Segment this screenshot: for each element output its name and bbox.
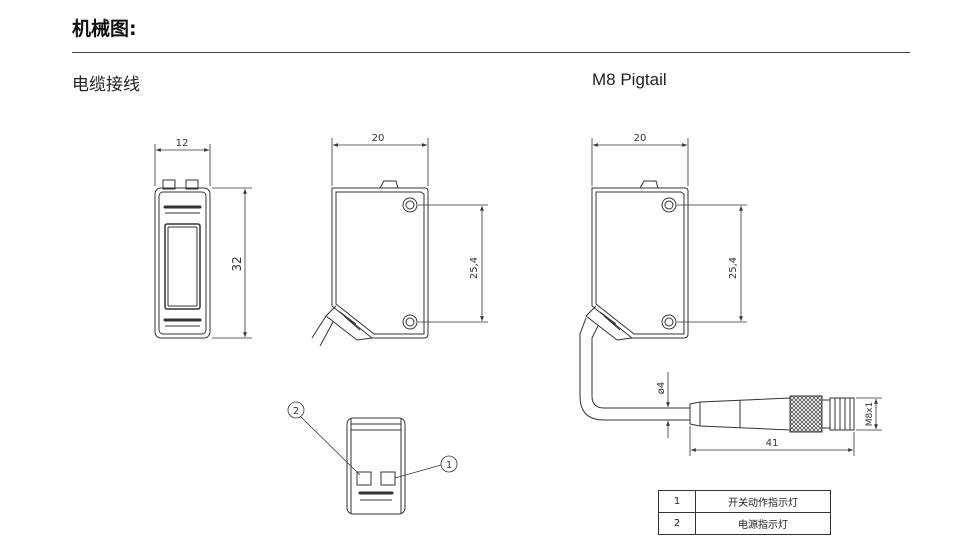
cable-stub (311, 315, 334, 347)
page-title: 机械图: (72, 18, 137, 40)
callout-leader-1 (394, 455, 458, 479)
legend-number: 1 (658, 490, 696, 513)
side-hole-spacing-dimension (418, 204, 488, 323)
section-m8-pigtail-label: M8 Pigtail (592, 70, 667, 89)
side-view (311, 180, 429, 347)
front-width-label: 12 (176, 138, 189, 149)
pigtail-cable-outer (579, 317, 690, 421)
cable-diameter-label: ø4 (656, 382, 667, 394)
legend-text: 电源指示灯 (695, 512, 831, 535)
front-lens-window (164, 223, 201, 310)
side-hole-spacing-label: 25,4 (469, 257, 480, 279)
section-cable-connection-label: 电缆接线 (72, 75, 140, 95)
callout-2-label: 2 (293, 406, 299, 417)
connector-length-label: 41 (766, 438, 779, 449)
side-width-label: 20 (372, 133, 385, 144)
pigtail-width-label: 20 (634, 133, 647, 144)
front-housing-outline (154, 187, 211, 339)
pigtail-hole-spacing-label: 25,4 (728, 257, 739, 279)
callout-leader-2 (287, 401, 361, 476)
pigtail-width-dimension (591, 138, 689, 186)
bottom-housing-outline (346, 417, 406, 515)
front-height-dimension (212, 187, 252, 339)
bottom-view (346, 417, 406, 515)
front-view (154, 179, 211, 339)
title-divider (72, 52, 910, 53)
legend-text: 开关动作指示灯 (695, 490, 831, 513)
pigtail-hole-spacing-dimension (677, 204, 747, 323)
side-housing-outline (331, 187, 429, 339)
thread-label: M8x1 (865, 402, 875, 427)
thread-dimension (856, 397, 882, 431)
front-width-dimension (154, 144, 211, 186)
callout-1-label: 1 (446, 460, 452, 471)
side-width-dimension (331, 138, 429, 186)
front-height-label: 32 (230, 256, 244, 271)
connector-thread (829, 397, 855, 431)
indicator-legend-table: 1 开关动作指示灯 2 电源指示灯 (658, 490, 831, 535)
pigtail-housing-outline (591, 187, 689, 339)
legend-row: 1 开关动作指示灯 (658, 490, 831, 513)
pigtail-view (579, 180, 855, 433)
legend-number: 2 (658, 512, 696, 535)
indicator-led-1 (380, 471, 396, 486)
pigtail-cable-inner (591, 325, 690, 409)
legend-row: 2 电源指示灯 (658, 512, 831, 535)
connector-knurled-nut (789, 395, 823, 433)
mounting-hole-top (402, 197, 418, 213)
connector-length-dimension (689, 426, 855, 456)
cable-diameter-dimension (664, 372, 690, 438)
indicator-led-2 (356, 471, 372, 486)
mounting-hole-bottom (402, 314, 418, 330)
